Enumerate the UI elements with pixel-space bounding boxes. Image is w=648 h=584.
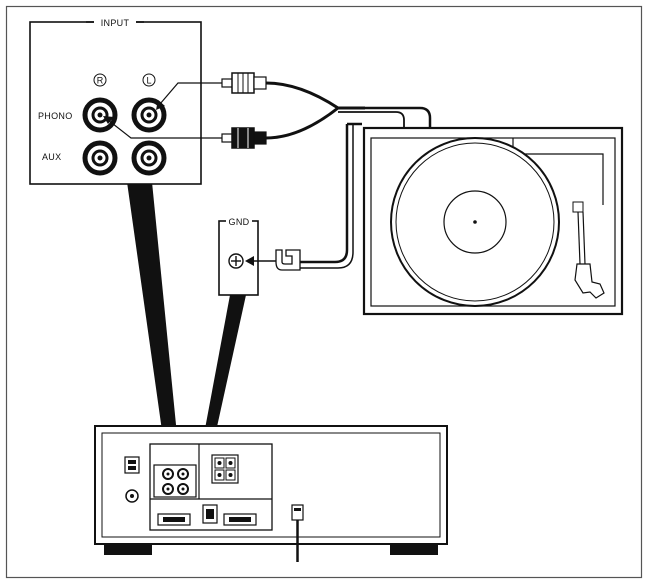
speaker-terminals[interactable] — [211, 454, 239, 484]
input-panel-title: INPUT — [101, 18, 130, 28]
left-plug-arrow — [159, 82, 228, 105]
aux-left-jack[interactable] — [131, 140, 167, 176]
right-channel-marker — [93, 73, 107, 87]
receiver-input-jacks[interactable] — [153, 464, 197, 498]
phono-label: PHONO — [38, 111, 73, 121]
ground-arrow-icon — [245, 256, 254, 266]
black-rca-plug[interactable] — [221, 127, 267, 149]
tonearm — [572, 201, 605, 299]
left-channel-label: L — [146, 76, 151, 86]
phono-left-jack[interactable] — [131, 97, 167, 133]
spindle — [473, 220, 477, 224]
ground-leader-line — [202, 295, 246, 445]
input-panel: INPUT R L PHONO AUX — [29, 17, 228, 185]
receiver-foot-left — [104, 544, 152, 555]
rca-cable — [221, 72, 432, 269]
white-rca-plug[interactable] — [221, 72, 267, 94]
diagram-frame — [5, 5, 643, 579]
turntable — [362, 126, 624, 316]
ground-post[interactable] — [202, 504, 218, 524]
aux-right-jack[interactable] — [82, 140, 118, 176]
receiver-foot-right — [390, 544, 438, 555]
receiver-port-left[interactable] — [157, 513, 191, 526]
aux-label: AUX — [42, 152, 61, 162]
right-channel-label: R — [97, 76, 104, 86]
receiver-port-right[interactable] — [223, 513, 257, 526]
phono-right-jack[interactable] — [82, 97, 118, 133]
right-plug-arrow — [107, 119, 228, 139]
ground-screw[interactable] — [228, 253, 244, 269]
left-channel-marker — [142, 73, 156, 87]
spade-lug[interactable] — [275, 249, 301, 271]
ground-terminal: GND — [218, 216, 301, 296]
ground-label: GND — [229, 217, 250, 227]
receiver-rear — [94, 425, 448, 562]
power-cord — [291, 504, 304, 562]
fm-antenna-block — [124, 456, 140, 503]
input-leader-line — [127, 182, 178, 445]
